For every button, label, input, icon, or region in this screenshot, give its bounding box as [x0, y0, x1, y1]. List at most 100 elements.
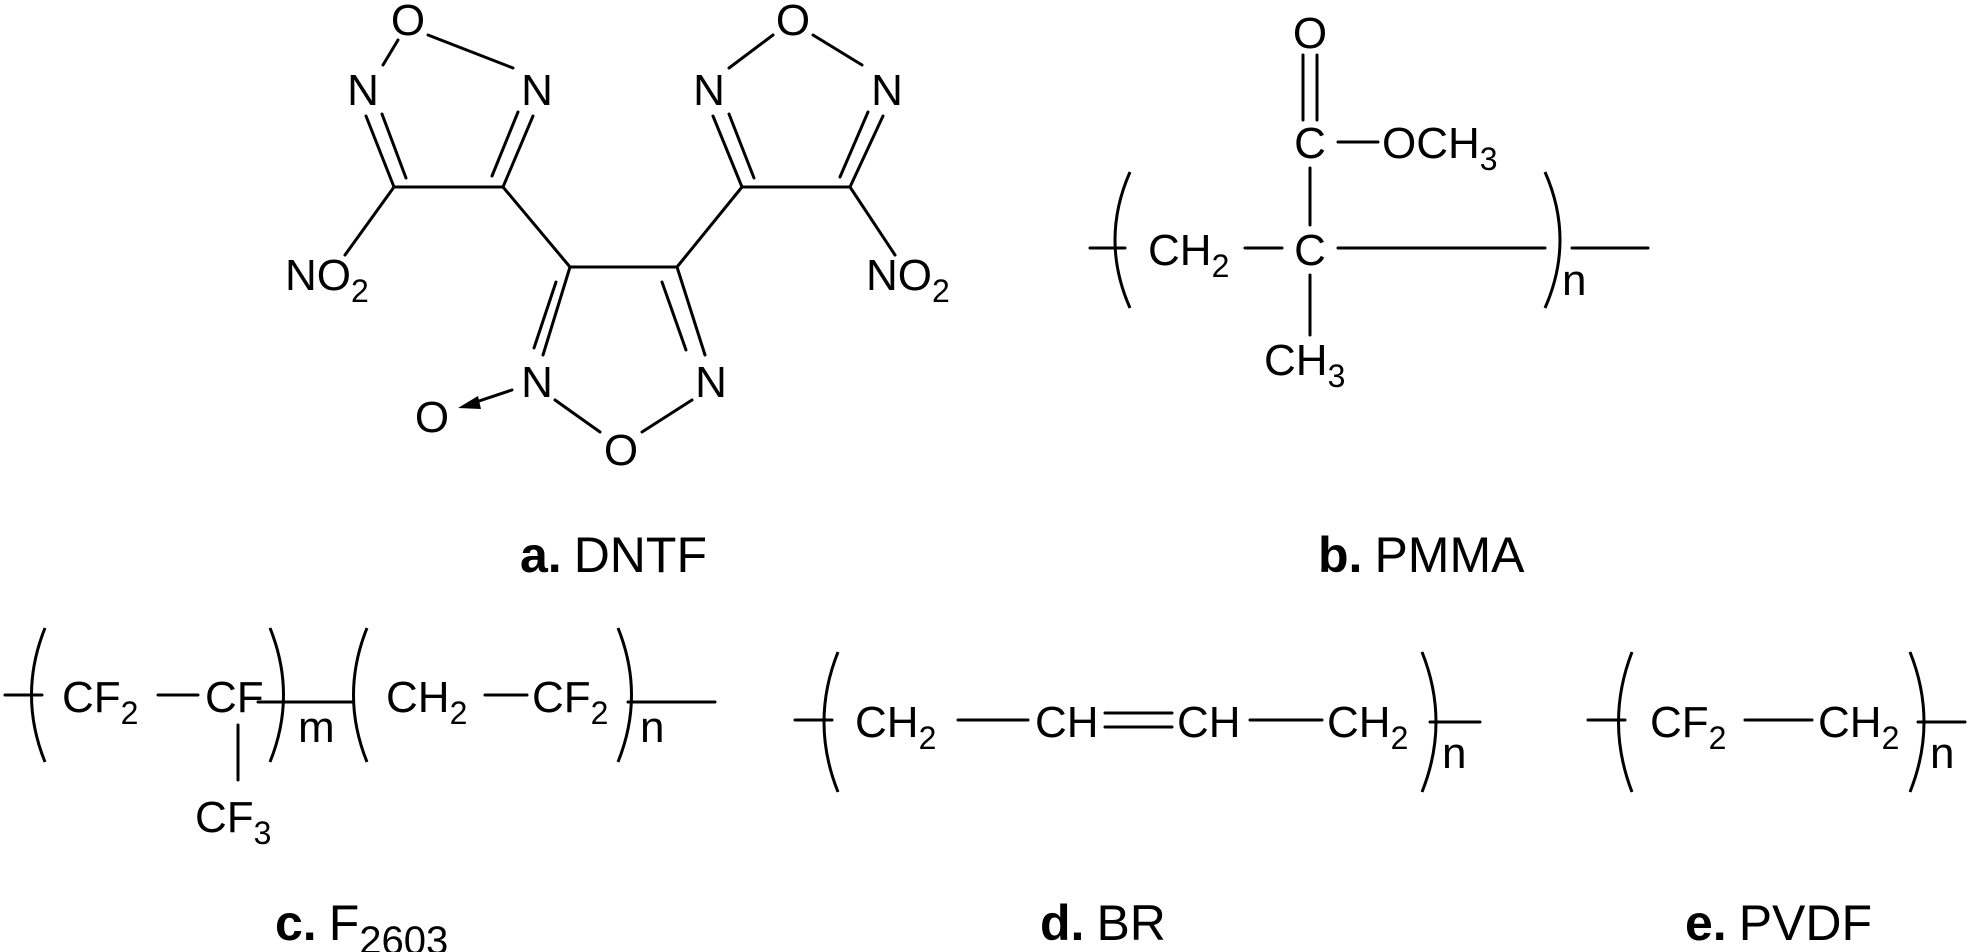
subscript: 2 [1882, 720, 1900, 756]
subscript: 3 [254, 815, 272, 851]
cf3-group: CF3 [195, 793, 271, 851]
cf2-group: CF2 [62, 673, 138, 731]
atom-ch: CH [1327, 698, 1391, 747]
bond [811, 33, 864, 67]
atom-o: O [1293, 9, 1327, 58]
caption-d-name: BR [1096, 895, 1165, 951]
atom-cf: CF [205, 673, 264, 722]
caption-e-letter: e. [1685, 895, 1727, 951]
nitro-label: NO2 [866, 251, 950, 309]
br-structure: CH2 CH CH CH2 n [793, 651, 1482, 793]
subscript: 3 [1328, 358, 1346, 394]
dntf-right-nitro-group: NO2 [866, 251, 950, 309]
dntf-structure: O N N NO2 N N [285, 0, 950, 475]
pmma-structure: CH2 C n C O OCH3 CH3 [1088, 9, 1650, 394]
atom-och: OCH [1382, 119, 1480, 168]
ch2-group: CH2 [1327, 698, 1408, 756]
left-bracket [352, 627, 369, 763]
atom-o: O [604, 426, 638, 475]
atom-o: O [415, 393, 449, 442]
caption-c-letter: c. [275, 895, 317, 951]
bond [675, 185, 744, 269]
bond [343, 185, 396, 257]
bond [711, 114, 744, 189]
repeat-n: n [1442, 729, 1466, 778]
atom-ch: CH [1148, 226, 1212, 275]
atom-cf: CF [62, 673, 121, 722]
cf2-group: CF2 [532, 673, 608, 731]
repeat-n: n [1562, 256, 1586, 305]
atom-cf: CF [1650, 698, 1709, 747]
atom-ch: CH [1818, 698, 1882, 747]
subscript: 2 [1212, 248, 1230, 284]
subscript: 2 [1709, 720, 1727, 756]
repeat-m: m [298, 703, 335, 752]
pvdf-structure: CF2 CH2 n [1586, 651, 1967, 793]
atom-n: N [521, 66, 553, 115]
bond [838, 110, 870, 179]
atom-cf: CF [195, 793, 254, 842]
bond [727, 112, 756, 180]
bond [381, 38, 400, 67]
caption-d-letter: d. [1040, 895, 1084, 951]
atom-n: N [347, 66, 379, 115]
bond [532, 280, 558, 350]
subscript: 2 [450, 695, 468, 731]
left-bracket [822, 651, 840, 793]
left-bracket [1113, 171, 1132, 309]
atom-n: N [693, 66, 725, 115]
left-bracket [1617, 651, 1634, 793]
bond [426, 33, 515, 70]
bond [501, 185, 572, 269]
caption-e: e.PVDF [1685, 895, 1872, 951]
subscript: 2 [919, 720, 937, 756]
cf2-group: CF2 [1650, 698, 1726, 756]
bracket [268, 627, 285, 763]
atom-o: O [391, 0, 425, 45]
subscript: 2 [121, 695, 139, 731]
caption-b-letter: b. [1318, 527, 1362, 583]
atom-n: N [695, 358, 727, 407]
dntf-left-nitro-group: NO2 [285, 251, 369, 309]
atom-n: N [521, 358, 553, 407]
ch2-group: CH2 [1818, 698, 1899, 756]
atom-o: O [776, 0, 810, 45]
bond [364, 114, 396, 189]
bond [640, 398, 694, 434]
dntf-left-furazan-ring: O N N [347, 0, 553, 189]
caption-c: c.F2603 [275, 895, 448, 952]
caption-e-name: PVDF [1739, 895, 1872, 951]
och3-group: OCH3 [1382, 119, 1498, 177]
subscript: 2 [351, 273, 369, 309]
caption-c-name: F [329, 895, 360, 951]
ch2-group: CH2 [386, 673, 467, 731]
caption-a: a.DNTF [520, 527, 707, 583]
nitro-label: NO2 [285, 251, 369, 309]
left-bracket [30, 627, 47, 763]
bond [490, 110, 520, 178]
atom-ch: CH [1177, 698, 1241, 747]
atom-c: C [1294, 226, 1326, 275]
atom-cf: CF [532, 673, 591, 722]
caption-b: b.PMMA [1318, 527, 1525, 583]
subscript: 2 [1391, 720, 1409, 756]
bond [848, 114, 885, 189]
ch2-group: CH2 [855, 698, 936, 756]
atom-ch: CH [855, 698, 919, 747]
bond [553, 398, 602, 434]
bond [660, 280, 688, 352]
arrowhead [458, 396, 481, 409]
bond [675, 265, 707, 357]
n-oxide-arrow [458, 388, 514, 409]
atom-no: NO [866, 251, 932, 300]
bond [541, 265, 572, 357]
caption-b-name: PMMA [1374, 527, 1525, 583]
caption-c-subscript: 2603 [359, 919, 448, 952]
atom-ch: CH [386, 673, 450, 722]
right-bracket [616, 627, 633, 763]
subscript: 3 [1480, 141, 1498, 177]
atom-c: C [1294, 119, 1326, 168]
subscript: 2 [932, 273, 950, 309]
ch2-group: CH2 [1148, 226, 1229, 284]
dntf-right-furazan-ring: O N N [693, 0, 903, 189]
